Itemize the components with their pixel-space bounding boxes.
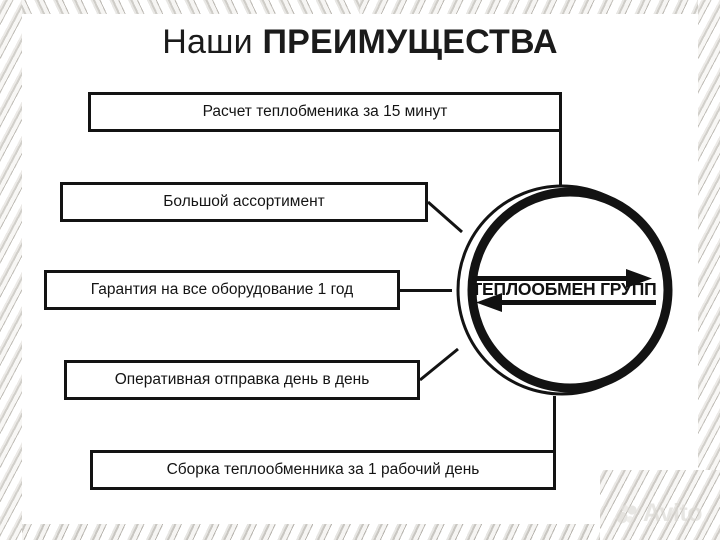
feature-label: Большой ассортимент [163, 193, 325, 210]
connector-line-shipping [419, 347, 459, 382]
page-title-light: Наши [162, 23, 253, 61]
feature-box-assortment[interactable]: Большой ассортимент [60, 182, 428, 222]
feature-label: Оперативная отправка день в день [114, 371, 370, 388]
feature-box-assembly-time[interactable]: Сборка теплообменника за 1 рабочий день [90, 450, 556, 490]
feature-box-warranty[interactable]: Гарантия на все оборудование 1 год [44, 270, 400, 310]
feature-label: Гарантия на все оборудование 1 год [90, 281, 354, 298]
logo-inner-ring [467, 187, 673, 393]
company-logo-text: ТЕПЛООБМЕН ГРУПП [472, 279, 657, 299]
page-title: Наши ПРЕИМУЩЕСТВА [0, 22, 720, 62]
feature-box-calc-time[interactable]: Расчет теплобменика за 15 минут [88, 92, 562, 132]
feature-label: Сборка теплообменника за 1 рабочий день [166, 461, 480, 478]
left-arrow-icon [476, 293, 656, 312]
connector-line-assortment [427, 200, 463, 234]
company-logo-mark: ТЕПЛООБМЕН ГРУПП [472, 269, 657, 312]
page-title-bold: ПРЕИМУЩЕСТВА [262, 23, 558, 61]
right-arrow-icon [472, 269, 652, 288]
feature-label: Расчет теплобменика за 15 минут [202, 103, 448, 120]
company-logo: ТЕПЛООБМЕН ГРУПП [466, 262, 662, 316]
feature-box-shipping[interactable]: Оперативная отправка день в день [64, 360, 420, 400]
